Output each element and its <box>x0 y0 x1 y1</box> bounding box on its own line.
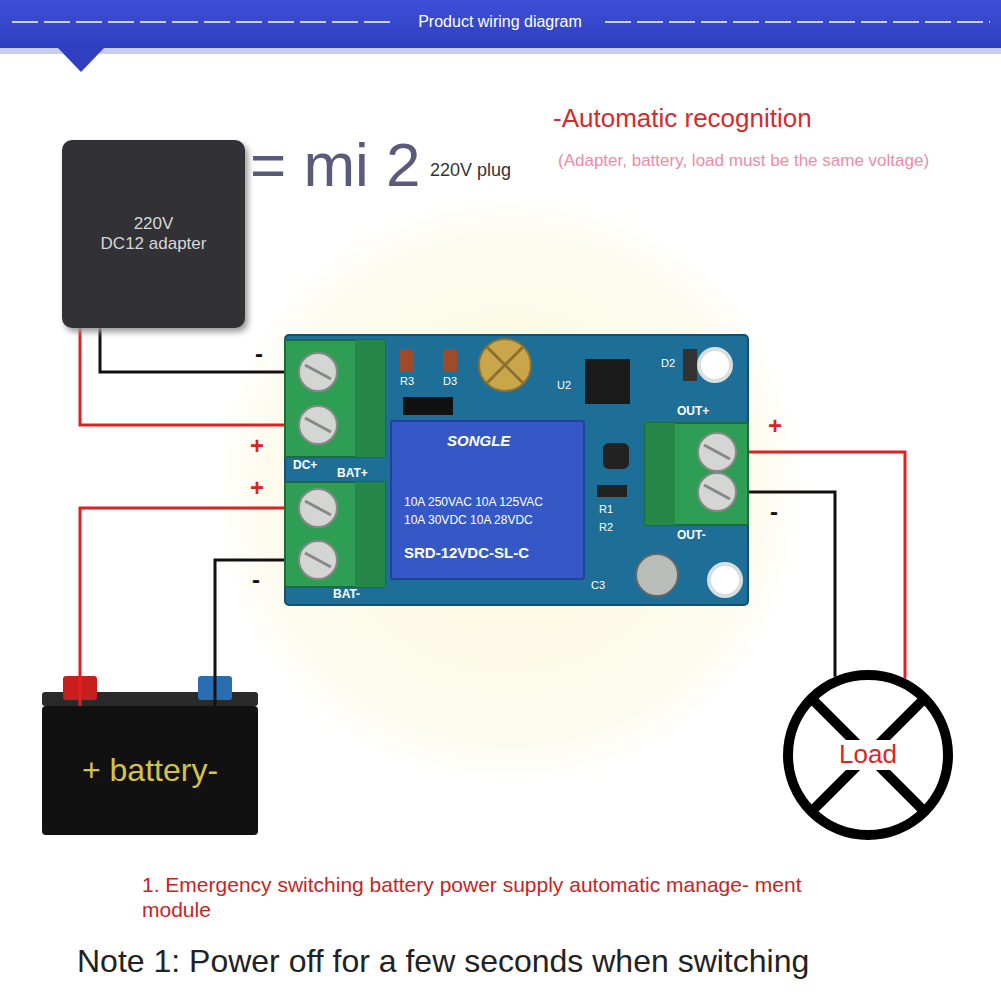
pin-label: DC+ <box>293 459 317 473</box>
component-label: C3 <box>591 579 605 592</box>
header-dash <box>12 21 395 23</box>
note-text: (Adapter, battery, load must be the same… <box>558 151 929 171</box>
load-lamp: Load <box>783 670 953 840</box>
wire <box>80 508 285 706</box>
pin-label: OUT+ <box>677 405 709 419</box>
module-description: 1. Emergency switching battery power sup… <box>142 872 832 922</box>
polarity-label: + <box>768 412 782 441</box>
relay: SONGLE 10A 250VAC 10A 125VAC 10A 30VDC 10A… <box>390 420 585 580</box>
voltage-text: 220V <box>134 214 174 234</box>
pin-label: BAT- <box>333 588 360 602</box>
adapter-text: DC12 adapter <box>101 234 207 254</box>
polarity-label: + <box>250 474 264 503</box>
plug-text: 220V plug <box>430 160 511 182</box>
wire <box>80 328 285 425</box>
battery-text: + battery- <box>82 752 218 789</box>
switching-module-board: DC+ BAT+ BAT- OUT+ OUT- R3 D3 U2 D2R1R2C3 SONGLE 1… <box>285 335 748 605</box>
note-heading: -Automatic recognition <box>553 103 812 134</box>
wire <box>748 452 905 679</box>
wire <box>748 492 835 677</box>
brand-text: SONGLE <box>447 432 510 449</box>
rating-text: 10A 30VDC 10A 28VDC <box>404 514 533 528</box>
header-dash <box>605 21 990 23</box>
header-band <box>0 0 1001 48</box>
part-number: SRD-12VDC-SL-C <box>404 544 529 561</box>
component-label: R3 <box>400 375 414 388</box>
header-notch <box>58 48 104 72</box>
model-text: = mi 2 <box>250 128 421 202</box>
pin-label: OUT- <box>677 529 706 543</box>
power-adapter: 220VDC12 adapter <box>62 140 245 328</box>
background-glow <box>210 190 810 790</box>
polarity-label: - <box>770 498 778 527</box>
polarity-label: - <box>255 340 263 369</box>
component-label: R2 <box>599 521 613 534</box>
rating-text: 10A 250VAC 10A 125VAC <box>404 496 543 510</box>
battery: + battery- <box>42 706 258 835</box>
wire <box>100 328 285 372</box>
polarity-label: + <box>250 432 264 461</box>
diagram-title: Product wiring diagram <box>418 12 582 31</box>
component-label: R1 <box>599 503 613 516</box>
load-text: Load <box>835 740 901 770</box>
header-strip <box>0 48 1001 54</box>
pin-label: BAT+ <box>337 467 368 481</box>
component-label: D3 <box>443 375 457 388</box>
component-label: U2 <box>557 379 571 392</box>
component-label: D2 <box>661 357 675 370</box>
footnote: Note 1: Power off for a few seconds when… <box>77 942 809 980</box>
polarity-label: - <box>252 566 260 595</box>
wire <box>215 560 285 706</box>
